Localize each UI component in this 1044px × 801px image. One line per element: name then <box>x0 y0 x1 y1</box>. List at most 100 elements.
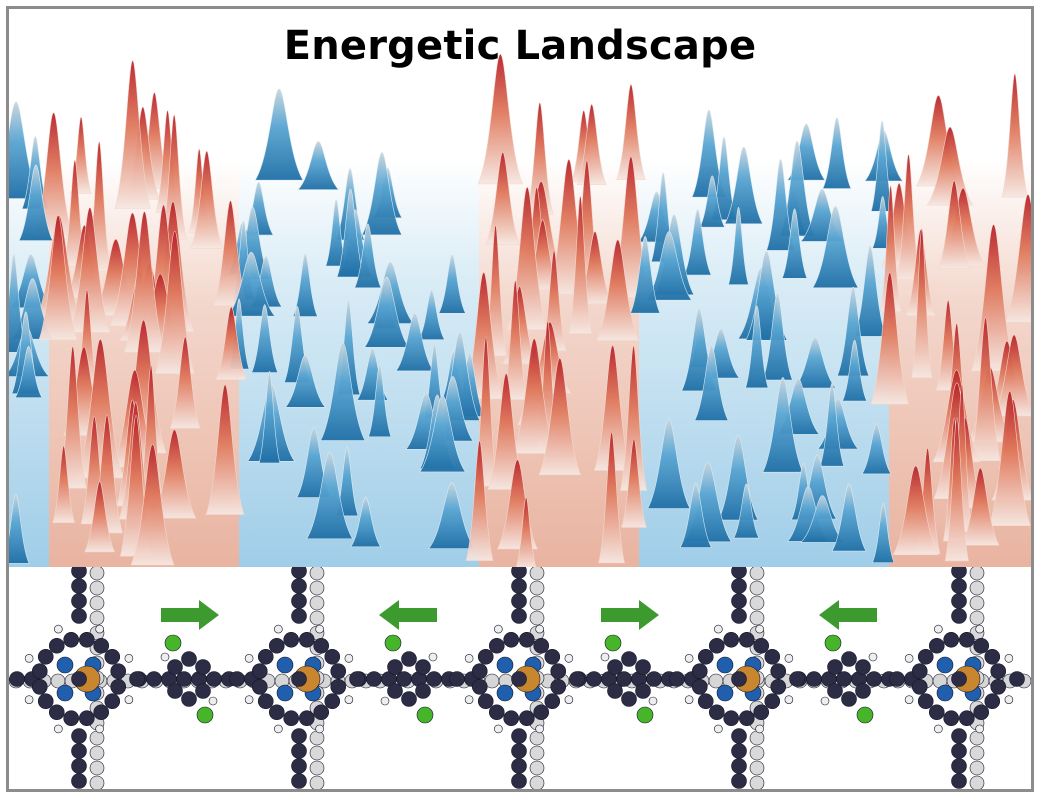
carbon-atom <box>669 671 685 687</box>
carbon-atom <box>951 728 967 744</box>
carbon-atom <box>789 671 805 687</box>
energy-peak-high <box>538 357 582 476</box>
shadow-atom <box>969 775 985 789</box>
carbon-atom <box>71 608 87 624</box>
carbon-atom <box>708 704 725 721</box>
hydrogen-atom <box>648 696 658 706</box>
carbon-atom <box>519 631 535 648</box>
energy-peak-high <box>870 272 910 405</box>
nitrogen-atom <box>56 684 74 702</box>
carbon-atom <box>511 578 527 594</box>
hydrogen-atom <box>564 654 574 663</box>
carbon-atom <box>708 637 725 654</box>
nitrogen-atom <box>716 656 734 674</box>
hydrogen-atom <box>208 696 218 706</box>
carbon-atom <box>511 758 527 774</box>
hydrogen-atom <box>380 696 390 706</box>
carbon-atom <box>488 637 505 654</box>
carbon-atom <box>71 743 87 759</box>
energy-peak-high <box>926 126 974 206</box>
energy-peak-low <box>645 231 693 301</box>
shadow-atom <box>529 610 545 626</box>
carbon-atom <box>533 637 550 654</box>
carbon-atom <box>841 691 857 707</box>
hydrogen-atom <box>684 695 694 704</box>
hydrogen-atom <box>315 724 324 734</box>
carbon-atom <box>911 679 928 695</box>
carbon-atom <box>471 679 488 695</box>
carbon-atom <box>387 683 403 699</box>
hydrogen-atom <box>535 624 544 634</box>
carbon-atom <box>770 663 787 679</box>
carbon-atom <box>550 679 567 695</box>
carbon-atom <box>313 704 330 721</box>
carbon-atom <box>951 743 967 759</box>
carbon-atom <box>607 683 623 699</box>
carbon-atom <box>104 648 121 665</box>
arrow-right-icon <box>601 600 659 630</box>
energy-peak-high <box>988 390 1031 526</box>
hydrogen-atom <box>975 624 984 634</box>
carbon-atom <box>943 631 959 648</box>
energy-peak-low <box>419 395 466 473</box>
shadow-atom <box>89 730 105 746</box>
carbon-atom <box>299 710 315 727</box>
carbon-atom <box>731 758 747 774</box>
energy-peak-high <box>1001 73 1029 198</box>
hydrogen-atom <box>494 724 503 734</box>
hydrogen-atom <box>1004 654 1014 663</box>
carbon-atom <box>324 648 341 665</box>
shadow-atom <box>89 610 105 626</box>
shadow-atom <box>969 745 985 761</box>
shadow-atom <box>969 610 985 626</box>
hydrogen-atom <box>904 654 914 663</box>
nitrogen-atom <box>496 656 514 674</box>
carbon-atom <box>71 773 87 789</box>
hydrogen-atom <box>494 624 503 634</box>
carbon-atom <box>943 710 959 727</box>
carbon-atom <box>511 773 527 789</box>
carbon-atom <box>93 637 110 654</box>
carbon-atom <box>477 648 494 665</box>
energy-peak-low <box>368 364 392 438</box>
carbon-atom <box>621 651 637 667</box>
energy-peak-low <box>306 451 354 540</box>
energy-peak-high <box>512 338 557 454</box>
carbon-atom <box>855 683 871 699</box>
carbon-atom <box>519 710 535 727</box>
shadow-atom <box>309 610 325 626</box>
nitrogen-atom <box>56 656 74 674</box>
metal-porphyrin-molecule-icon <box>449 567 585 789</box>
molecule-chain <box>9 567 1031 789</box>
carbon-atom <box>511 593 527 609</box>
carbon-atom <box>291 743 307 759</box>
carbon-atom <box>731 773 747 789</box>
energy-peak-high <box>619 345 648 491</box>
nitrogen-atom <box>276 656 294 674</box>
hydrogen-atom <box>464 695 474 704</box>
carbon-atom <box>731 608 747 624</box>
dichlorobenzene-linker-icon <box>351 634 457 724</box>
nitrogen-atom <box>496 684 514 702</box>
hydrogen-atom <box>535 724 544 734</box>
energy-peak-high <box>515 497 537 569</box>
carbon-atom <box>697 693 714 710</box>
shadow-atom <box>529 595 545 611</box>
hydrogen-atom <box>95 624 104 634</box>
metal-porphyrin-molecule-icon <box>669 567 805 789</box>
hydrogen-atom <box>124 654 134 663</box>
carbon-atom <box>104 693 121 710</box>
energy-peak-low <box>679 482 713 548</box>
carbon-atom <box>129 671 145 687</box>
energy-peak-high <box>114 60 151 209</box>
energy-peak-high <box>58 346 87 489</box>
shadow-atom <box>749 745 765 761</box>
carbon-atom <box>951 773 967 789</box>
carbon-atom <box>731 728 747 744</box>
arrow-left-icon <box>819 600 877 630</box>
shadow-atom <box>969 580 985 596</box>
figure-title: Energetic Landscape <box>283 23 757 69</box>
carbon-atom <box>283 710 299 727</box>
carbon-atom <box>959 631 975 648</box>
carbon-atom <box>251 663 268 679</box>
